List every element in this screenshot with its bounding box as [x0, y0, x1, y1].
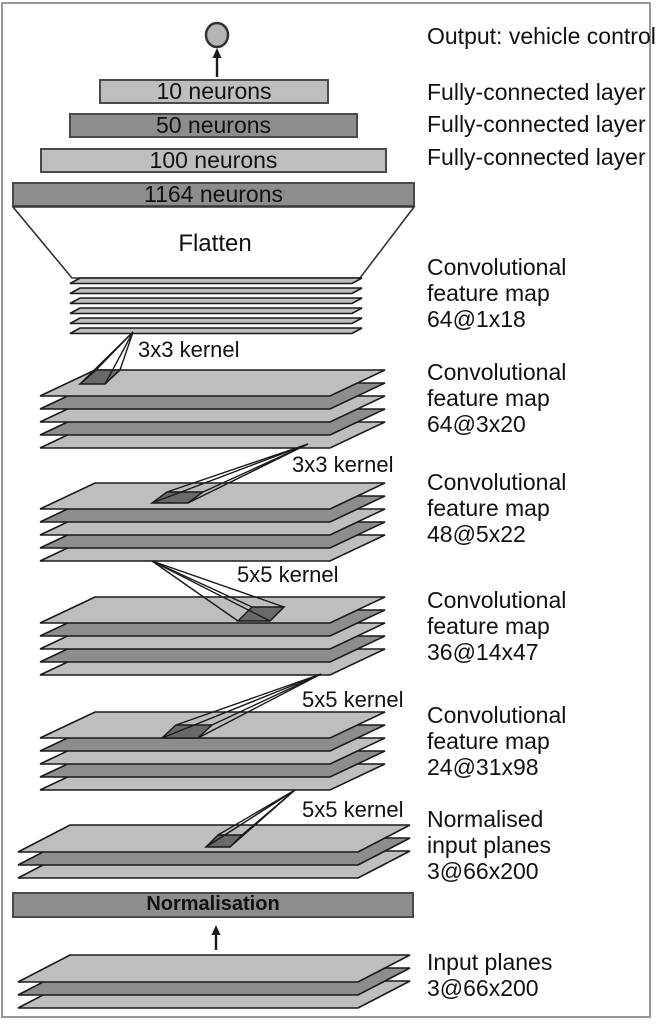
conv-map-label-line: feature map: [427, 728, 550, 754]
figure-border: [1, 2, 651, 1018]
input-planes-label-line: 3@66x200: [427, 975, 539, 1001]
kernel-fan-5x5-1: 5x5 kernel: [151, 560, 339, 622]
feature-plane: [39, 482, 386, 510]
kernel-label-5x5-3: 5x5 kernel: [302, 797, 404, 822]
fan-line: [79, 331, 134, 385]
normalisation-label: Normalisation: [146, 893, 279, 915]
fan-line: [104, 331, 134, 385]
output-label: Output: vehicle control: [427, 23, 656, 49]
kernel-fan-5x5-2: 5x5 kernel: [161, 673, 404, 739]
fan-line: [197, 673, 322, 739]
fan-line: [151, 560, 253, 608]
fan-line: [175, 673, 322, 726]
normalisation-bar: [12, 892, 414, 918]
conv-stack-64-3x20: [39, 369, 386, 449]
fc-bar-50-label: 50 neurons: [156, 112, 271, 138]
conv-map-label-64-3x20: Convolutional feature map 64@3x20: [427, 359, 566, 437]
fc-bar-100: [40, 148, 387, 173]
normalised-input-label-line: input planes: [427, 832, 551, 858]
conv-map-label-line: feature map: [427, 280, 550, 306]
conv-map-label-48-5x22: Convolutional feature map 48@5x22: [427, 469, 566, 547]
fc-bar-10: [99, 79, 329, 104]
flatten-block: Flatten: [11, 206, 416, 279]
input-planes-label: Input planes 3@66x200: [427, 949, 552, 1001]
conv-map-label-line: 24@31x98: [427, 754, 539, 780]
conv-map-label-line: feature map: [427, 495, 550, 521]
output-arrow-head: [212, 48, 222, 58]
output-node: [204, 21, 230, 77]
fc-layer-label-1: Fully-connected layer: [427, 79, 646, 105]
fc-bar-10-label: 10 neurons: [156, 78, 271, 104]
kernel-fan-3x3-2: 3x3 kernel: [151, 443, 394, 504]
conv-map-label-line: Convolutional: [427, 359, 566, 385]
fully-connected-bars: 10 neurons 50 neurons 100 neurons 1164 n…: [12, 78, 415, 207]
conv-stack-24-31x98: [39, 711, 386, 791]
fc-bar-1164: [12, 182, 415, 207]
fc-layer-label-3: Fully-connected layer: [427, 144, 646, 170]
flatten-label: Flatten: [178, 230, 251, 257]
kernel-label-3x3-1: 3x3 kernel: [138, 337, 240, 362]
feature-plane: [39, 596, 386, 624]
normalised-input-label: Normalised input planes 3@66x200: [427, 806, 551, 884]
kernel-fan-3x3-1: 3x3 kernel: [79, 331, 240, 385]
conv-map-label-24-31x98: Convolutional feature map 24@31x98: [427, 702, 566, 780]
fan-line: [229, 789, 296, 848]
fan-line: [151, 560, 285, 608]
conv-map-label-line: 64@1x18: [427, 306, 526, 332]
fc-layer-label-2: Fully-connected layer: [427, 111, 646, 137]
input-plane: [17, 954, 411, 983]
kernel-label-5x5-1: 5x5 kernel: [237, 562, 339, 587]
conv-map-label-line: 48@5x22: [427, 521, 526, 547]
fan-line: [151, 560, 271, 622]
conv-map-label-36-14x47: Convolutional feature map 36@14x47: [427, 587, 566, 665]
slat: [69, 317, 363, 325]
fan-line: [151, 443, 309, 504]
kernel-fan-5x5-3: 5x5 kernel: [205, 789, 404, 848]
conv-map-label-line: Convolutional: [427, 702, 566, 728]
fc-bar-1164-label: 1164 neurons: [144, 181, 283, 207]
conv-map-label-line: 36@14x47: [427, 639, 539, 665]
fan-line: [151, 560, 239, 622]
slat: [69, 297, 363, 305]
conv-map-label-line: Convolutional: [427, 254, 566, 280]
normalisation-arrow-head: [211, 925, 221, 935]
fan-line: [205, 789, 296, 848]
normalisation-block: Normalisation: [12, 892, 414, 950]
output-neuron-circle: [204, 21, 230, 49]
conv-map-label-line: feature map: [427, 613, 550, 639]
conv-map-label-64-1x18: Convolutional feature map 64@1x18: [427, 254, 566, 332]
kernel-label-5x5-2: 5x5 kernel: [302, 687, 404, 712]
feature-plane: [39, 369, 386, 397]
input-stack-3-66x200: [17, 954, 411, 1009]
normalised-input-label-line: 3@66x200: [427, 858, 539, 884]
slat: [69, 327, 363, 335]
slat: [69, 307, 363, 315]
slat: [69, 277, 363, 285]
kernel-label-3x3-2: 3x3 kernel: [292, 452, 394, 477]
conv-stack-36-14x47: [39, 596, 386, 676]
normalised-input-label-line: Normalised: [427, 806, 543, 832]
input-planes-label-line: Input planes: [427, 949, 552, 975]
conv-map-label-line: Convolutional: [427, 469, 566, 495]
slat: [69, 287, 363, 295]
conv-map-label-line: 64@3x20: [427, 411, 526, 437]
normalised-input-stack-3-66x200: [17, 824, 411, 879]
conv-map-label-line: Convolutional: [427, 587, 566, 613]
fan-line: [119, 331, 134, 371]
fan-line: [211, 673, 322, 726]
conv-stack-48-5x22: [39, 482, 386, 562]
conv-slat-stack-64-1x18: [69, 277, 363, 335]
fc-bar-50: [69, 113, 358, 138]
right-labels: Output: vehicle control Fully-connected …: [427, 23, 656, 1001]
conv-map-label-line: feature map: [427, 385, 550, 411]
fan-line: [166, 443, 309, 493]
fc-bar-100-label: 100 neurons: [150, 147, 278, 173]
fan-line: [161, 673, 322, 739]
fan-line: [187, 443, 309, 504]
